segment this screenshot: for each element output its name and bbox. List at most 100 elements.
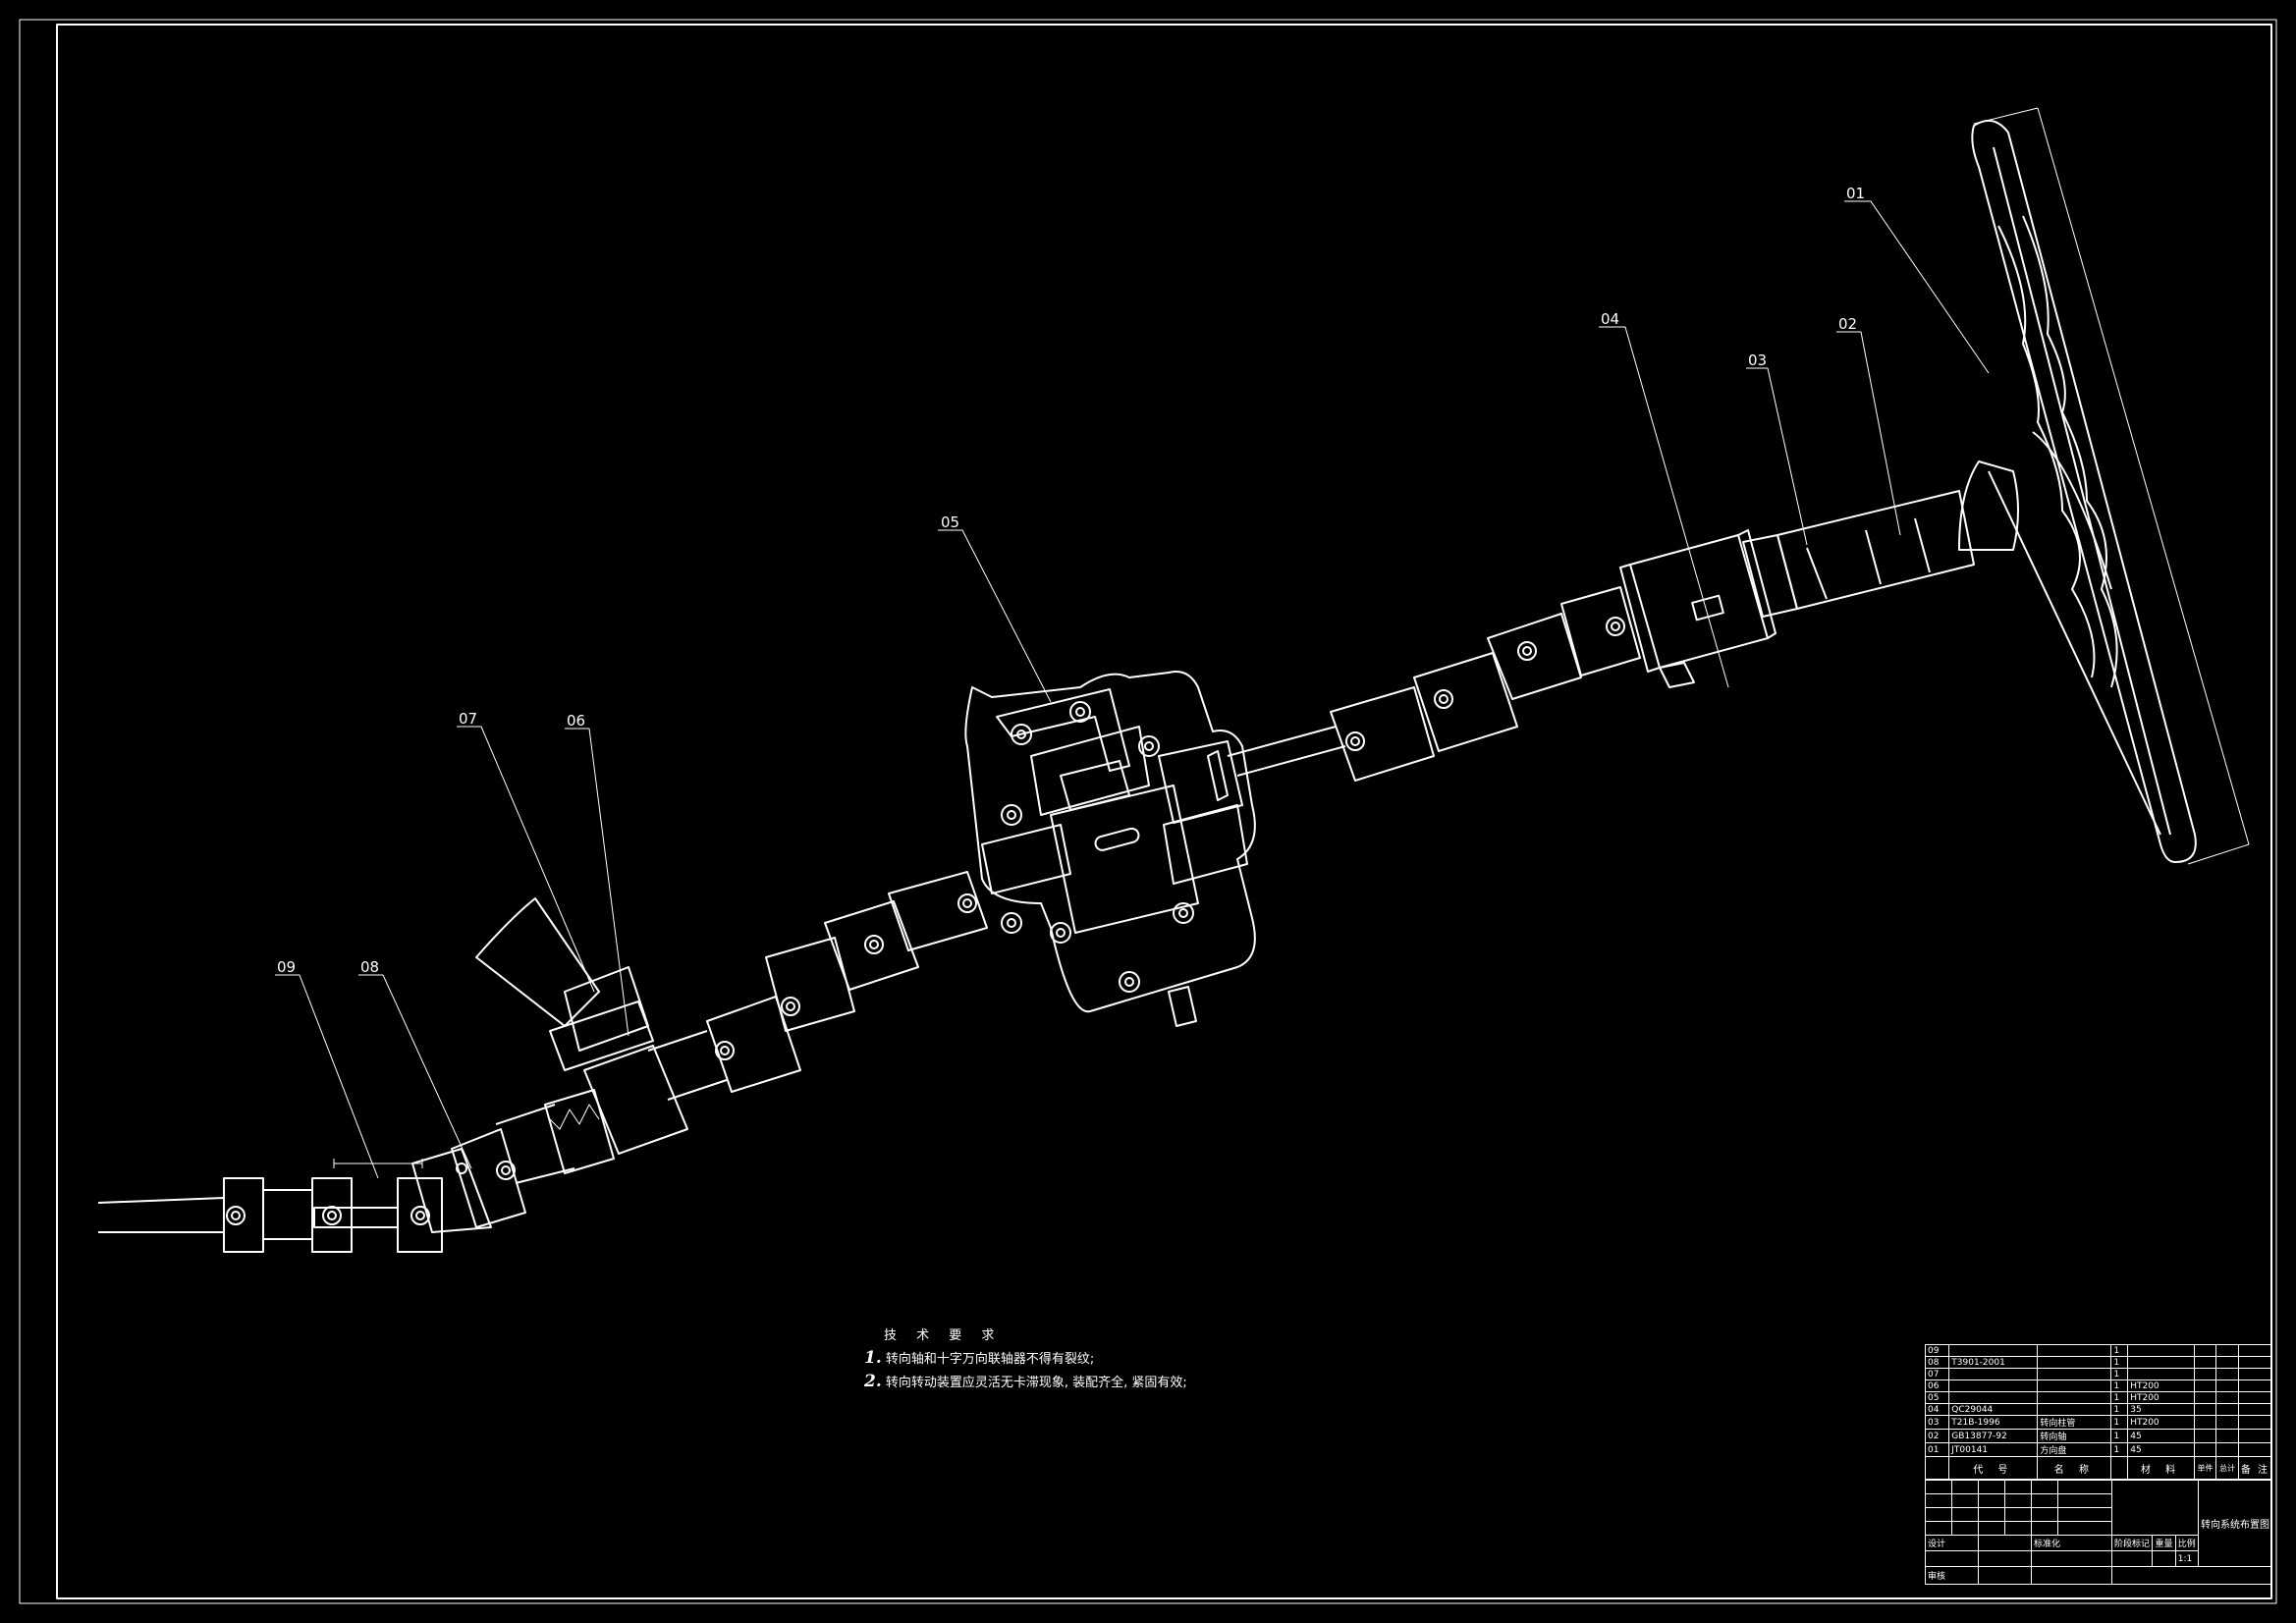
part-remark xyxy=(2237,1403,2273,1416)
parts-list-header: 代 号 名 称 材 料 单件 总计 备 注 xyxy=(1924,1456,2273,1480)
part-qty: 1 xyxy=(2110,1380,2129,1392)
label-06: 06 xyxy=(567,712,585,730)
label-02: 02 xyxy=(1838,315,1857,333)
upper-universal-joint xyxy=(1330,586,1641,782)
weight-label: 重量 xyxy=(2152,1535,2176,1551)
pinion-shaft-bottom xyxy=(515,1167,575,1184)
part-number: 07 xyxy=(1924,1368,1950,1380)
column-bearing-housing xyxy=(1619,529,1777,688)
tech-requirement-text: 转向转动装置应灵活无卡滞现象, 装配齐全, 紧固有效; xyxy=(885,1376,1187,1390)
leader-lines xyxy=(275,200,1990,1179)
part-name xyxy=(2037,1368,2112,1380)
lower-shaft-top xyxy=(647,1030,708,1052)
part-remark xyxy=(2237,1356,2273,1369)
outer-frame xyxy=(19,19,2277,1604)
part-remark xyxy=(2237,1380,2273,1392)
part-material xyxy=(2127,1368,2195,1380)
part-qty: 1 xyxy=(2110,1415,2129,1430)
steering-wheel xyxy=(1958,107,2250,865)
part-name: 方向盘 xyxy=(2037,1442,2112,1457)
part-name: 转向柱管 xyxy=(2037,1415,2112,1430)
part-number: 03 xyxy=(1924,1415,1950,1430)
part-unit-weight xyxy=(2193,1429,2217,1443)
part-material: HT200 xyxy=(2127,1380,2195,1392)
part-code: T21B-1996 xyxy=(1948,1415,2039,1430)
leader-labels: 01 02 03 04 05 06 07 08 09 xyxy=(277,185,1865,976)
part-total-weight xyxy=(2215,1391,2239,1404)
part-material xyxy=(2127,1356,2195,1369)
part-code: QC29044 xyxy=(1948,1403,2039,1416)
label-05: 05 xyxy=(941,514,959,531)
part-number: 05 xyxy=(1924,1391,1950,1404)
part-number: 08 xyxy=(1924,1356,1950,1369)
title-block-lower: 转向系统布置图 设计标准化阶段标记重量比例 1:1 审核 xyxy=(1925,1480,2273,1585)
part-qty: 1 xyxy=(2110,1403,2129,1416)
part-total-weight xyxy=(2215,1403,2239,1416)
pinion-shaft-top xyxy=(495,1104,556,1125)
steering-column-upper xyxy=(1742,490,1975,618)
review-label: 审核 xyxy=(1925,1566,1979,1585)
part-total-weight xyxy=(2215,1429,2239,1443)
part-code xyxy=(1948,1344,2039,1357)
header-total-weight: 总计 xyxy=(2215,1456,2239,1480)
header-unit-weight: 单件 xyxy=(2193,1456,2217,1480)
tech-requirements-title: 技 术 要 求 xyxy=(884,1328,1003,1343)
label-07: 07 xyxy=(459,710,477,728)
tech-requirement-num: 2. xyxy=(864,1372,882,1391)
part-remark xyxy=(2237,1344,2273,1357)
scale-value: 1:1 xyxy=(2174,1550,2199,1567)
part-total-weight xyxy=(2215,1380,2239,1392)
part-unit-weight xyxy=(2193,1391,2217,1404)
tech-requirement-2: 2. 转向转动装置应灵活无卡滞现象, 装配齐全, 紧固有效; xyxy=(864,1371,1187,1394)
part-material: 35 xyxy=(2127,1403,2195,1416)
part-unit-weight xyxy=(2193,1380,2217,1392)
part-code: JT00141 xyxy=(1948,1442,2039,1457)
part-qty: 1 xyxy=(2110,1368,2129,1380)
scale-label: 比例 xyxy=(2174,1535,2199,1551)
part-qty: 1 xyxy=(2110,1442,2129,1457)
tech-requirement-text: 转向轴和十字万向联轴器不得有裂纹; xyxy=(885,1352,1095,1367)
part-remark xyxy=(2237,1415,2273,1430)
part-number: 02 xyxy=(1924,1429,1950,1443)
steering-gear xyxy=(964,671,1256,1027)
part-code xyxy=(1948,1391,2039,1404)
part-material: HT200 xyxy=(2127,1391,2195,1404)
label-08: 08 xyxy=(360,958,379,976)
tech-requirement-1: 1. 转向轴和十字万向联轴器不得有裂纹; xyxy=(864,1347,1187,1371)
part-qty: 1 xyxy=(2110,1391,2129,1404)
drawing-title: 转向系统布置图 xyxy=(2197,1480,2273,1567)
part-qty: 1 xyxy=(2110,1429,2129,1443)
part-number: 06 xyxy=(1924,1380,1950,1392)
tech-requirement-num: 1. xyxy=(864,1348,882,1368)
intermediate-shaft-bottom xyxy=(1236,745,1346,777)
header-remark: 备 注 xyxy=(2237,1456,2273,1480)
part-total-weight xyxy=(2215,1415,2239,1430)
part-name xyxy=(2037,1356,2112,1369)
part-material: HT200 xyxy=(2127,1415,2195,1430)
part-number: 01 xyxy=(1924,1442,1950,1457)
label-09: 09 xyxy=(277,958,296,976)
part-qty: 1 xyxy=(2110,1344,2129,1357)
label-04: 04 xyxy=(1601,310,1619,328)
part-name xyxy=(2037,1380,2112,1392)
part-unit-weight xyxy=(2193,1403,2217,1416)
part-total-weight xyxy=(2215,1368,2239,1380)
part-unit-weight xyxy=(2193,1368,2217,1380)
part-unit-weight xyxy=(2193,1356,2217,1369)
lower-shaft-bottom xyxy=(667,1079,728,1101)
part-remark xyxy=(2237,1429,2273,1443)
part-name: 转向轴 xyxy=(2037,1429,2112,1443)
part-unit-weight xyxy=(2193,1415,2217,1430)
technical-requirements: 技 术 要 求 1. 转向轴和十字万向联轴器不得有裂纹; 2. 转向转动装置应灵… xyxy=(864,1325,1187,1394)
part-name xyxy=(2037,1391,2112,1404)
part-code: GB13877-92 xyxy=(1948,1429,2039,1443)
standardize-label: 标准化 xyxy=(2031,1535,2112,1551)
